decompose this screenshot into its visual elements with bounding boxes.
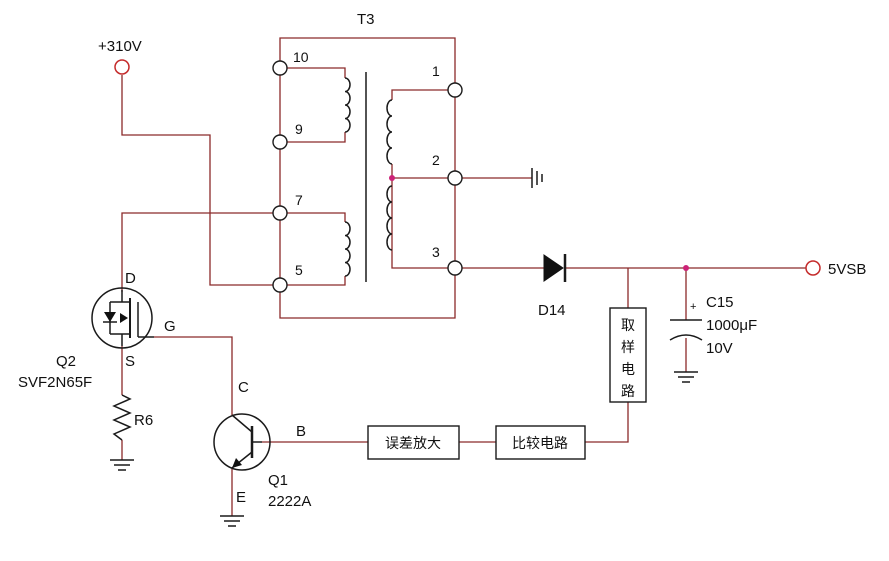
transistor-emitter-arrow <box>232 458 242 468</box>
sampling-char-1: 取 <box>621 318 635 334</box>
transistor-q1: C B E Q1 2222A <box>213 379 311 527</box>
resistor-zigzag <box>112 394 132 441</box>
sampling-char-3: 电 <box>621 362 635 378</box>
primary-coil-upper <box>344 77 351 133</box>
output-node <box>683 265 689 271</box>
ground-secondary <box>531 168 543 188</box>
mosfet-body-diode <box>104 312 116 322</box>
cap-ref: C15 <box>706 294 734 311</box>
mosfet-pin-d: D <box>125 270 136 287</box>
input-label: +310V <box>98 38 142 55</box>
wire-center-tap <box>391 164 455 250</box>
wire-pin7-coil <box>280 212 346 222</box>
wire-sampling-to-comparator <box>585 402 629 443</box>
diode-d14: D14 <box>538 254 567 319</box>
diode-ref: D14 <box>538 302 566 319</box>
transistor-body <box>213 413 271 471</box>
pin-3-terminal <box>447 260 463 276</box>
wire-gate-to-collector <box>154 336 233 415</box>
transistor-pin-c: C <box>238 379 249 396</box>
wires <box>121 37 806 516</box>
error-amp-label: 误差放大 <box>385 436 441 452</box>
pin-10-label: 10 <box>293 49 309 65</box>
resistor-r6: R6 <box>110 394 153 471</box>
output-label: 5VSB <box>828 261 866 278</box>
cap-value: 1000μF <box>706 317 757 334</box>
pin-10-terminal <box>272 60 288 76</box>
ground-icon <box>110 459 134 471</box>
transformer-frame <box>279 37 456 319</box>
mosfet-arrow <box>120 313 128 323</box>
output-terminal <box>805 260 821 276</box>
transformer-ref: T3 <box>357 11 375 28</box>
transistor-pin-e: E <box>236 489 246 506</box>
pin-1-terminal <box>447 82 463 98</box>
mosfet-ref: Q2 <box>56 353 76 370</box>
ground-icon <box>220 515 244 527</box>
center-tap-node <box>389 175 395 181</box>
secondary-coil-upper <box>386 99 393 165</box>
input-310v: +310V <box>98 38 142 75</box>
transistor-ref: Q1 <box>268 472 288 489</box>
primary-coil-lower <box>344 221 351 277</box>
ground-icon <box>674 371 698 383</box>
comparator-block: 比较电路 <box>495 425 586 460</box>
mosfet-pin-g: G <box>164 318 176 335</box>
sampling-char-4: 路 <box>621 384 635 400</box>
mosfet-body <box>91 287 153 349</box>
wire-pin7-to-drain <box>121 212 280 292</box>
wire-pin5-coil <box>280 276 346 286</box>
cap-polarity: + <box>690 301 696 313</box>
input-terminal <box>114 59 130 75</box>
pin-9-label: 9 <box>295 121 303 137</box>
cap-voltage: 10V <box>706 340 733 357</box>
error-amp-box <box>367 425 460 460</box>
pin-7-label: 7 <box>295 192 303 208</box>
transistor-pin-b: B <box>296 423 306 440</box>
wire-pin3-coil <box>391 250 455 269</box>
wire-pin10-coil <box>280 67 346 78</box>
mosfet-part: SVF2N65F <box>18 374 92 391</box>
pin-7-terminal <box>272 205 288 221</box>
pin-9-terminal <box>272 134 288 150</box>
comparator-box <box>495 425 586 460</box>
transistor-part: 2222A <box>268 493 311 510</box>
transistor-collector <box>231 414 253 433</box>
mosfet-pin-s: S <box>125 353 135 370</box>
pin-5-terminal <box>272 277 288 293</box>
mosfet-internal <box>109 290 130 346</box>
pin-5-label: 5 <box>295 262 303 278</box>
secondary-coil-lower <box>386 185 393 251</box>
ground-icon <box>531 168 543 188</box>
capacitor-c15: + C15 1000μF 10V <box>669 294 757 383</box>
sampling-circuit-block: 取 样 电 路 <box>609 307 647 403</box>
mosfet-q2: D G S Q2 SVF2N65F <box>18 270 176 391</box>
pin-1-label: 1 <box>432 63 440 79</box>
pin-3-label: 3 <box>432 244 440 260</box>
error-amp-block: 误差放大 <box>367 425 460 460</box>
cap-plate-bottom <box>669 334 703 341</box>
transformer-t3: T3 10 9 7 5 1 2 3 <box>272 11 463 293</box>
pin-2-terminal <box>447 170 463 186</box>
wire-pin1-coil <box>391 89 455 100</box>
sampling-box <box>609 307 647 403</box>
resistor-ref: R6 <box>134 412 153 429</box>
comparator-label: 比较电路 <box>512 436 568 452</box>
wire-pin9-coil <box>280 132 346 143</box>
sampling-char-2: 样 <box>621 340 635 356</box>
pin-2-label: 2 <box>432 152 440 168</box>
wire-310v-to-pin5 <box>121 75 280 286</box>
diode-triangle <box>543 254 564 282</box>
output-5vsb: 5VSB <box>805 260 866 278</box>
